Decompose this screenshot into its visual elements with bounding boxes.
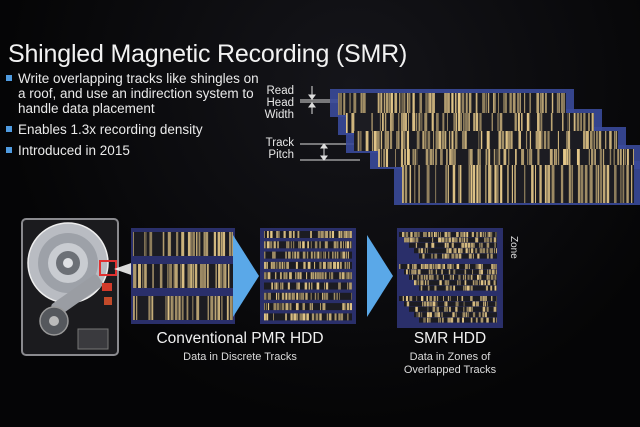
shingle-track-rows	[330, 89, 640, 205]
smr-zone-row	[399, 264, 497, 269]
pmr-detail-row	[264, 313, 352, 321]
zone-label: Zone	[508, 236, 519, 259]
smr-zone-row	[419, 253, 497, 259]
bullet-item: Enables 1.3x recording density	[6, 122, 261, 137]
smr-zone-row	[414, 280, 497, 286]
smr-caption-subtitle: Data in Zones of Overlapped Tracks	[403, 351, 497, 376]
hard-drive-illustration	[21, 218, 119, 356]
smr-zone-row	[399, 296, 497, 301]
smr-caption-title: SMR HDD	[413, 330, 487, 347]
zoom-highlight-box	[99, 260, 117, 276]
slide-title: Shingled Magnetic Recording (SMR)	[8, 40, 408, 68]
pmr-caption-title: Conventional PMR HDD	[156, 330, 324, 347]
bullet-item: Introduced in 2015	[6, 143, 261, 158]
shingle-row	[402, 165, 634, 203]
shingle-row	[346, 113, 594, 133]
smr-zone-row	[419, 285, 497, 291]
pmr-detail-row	[264, 303, 352, 311]
bullet-square-icon	[6, 126, 12, 132]
smr-zone-row	[414, 312, 497, 318]
shingle-row	[378, 149, 634, 167]
smr-zone-row	[404, 269, 497, 275]
bullet-square-icon	[6, 147, 12, 153]
pmr-detail-row	[264, 292, 352, 300]
track-pitch-label: Track Pitch	[265, 137, 294, 161]
pmr-track-rows	[133, 232, 233, 320]
smr-zone-row	[404, 237, 497, 243]
smr-zone-row	[404, 301, 497, 307]
pmr-track-row	[133, 264, 233, 288]
shingle-row	[338, 93, 566, 115]
pmr-detail-row	[264, 231, 352, 238]
smr-zone-row	[419, 317, 497, 323]
zoom-connector	[114, 262, 134, 276]
pmr-detail-panel	[260, 228, 356, 324]
bullet-list: Write overlapping tracks like shingles o…	[6, 71, 261, 164]
shingle-row	[354, 131, 618, 151]
pmr-detail-row	[264, 282, 352, 290]
pmr-detail-row	[264, 261, 352, 269]
smr-zone-row	[414, 248, 497, 254]
pmr-detail-row	[264, 241, 352, 249]
smr-zone-row	[409, 274, 497, 280]
bullet-square-icon	[6, 75, 12, 81]
bullet-item: Write overlapping tracks like shingles o…	[6, 71, 261, 116]
smr-zone-row	[409, 242, 497, 248]
pmr-track-row	[133, 232, 233, 256]
smr-zone-row	[409, 306, 497, 312]
read-head-width-label: Read Head Width	[264, 85, 294, 121]
pmr-caption-subtitle: Data in Discrete Tracks	[183, 351, 297, 363]
smr-panel	[397, 228, 503, 328]
pmr-detail-row	[264, 251, 352, 259]
arrow-pmr-icon	[233, 235, 259, 317]
pmr-detail-row	[264, 272, 352, 280]
smr-zone-rows	[399, 232, 497, 323]
smr-zone-row	[399, 232, 497, 237]
arrow-smr-icon	[367, 235, 393, 317]
pmr-track-row	[133, 296, 233, 320]
pmr-panel	[131, 228, 235, 324]
pmr-detail-rows	[264, 231, 352, 321]
